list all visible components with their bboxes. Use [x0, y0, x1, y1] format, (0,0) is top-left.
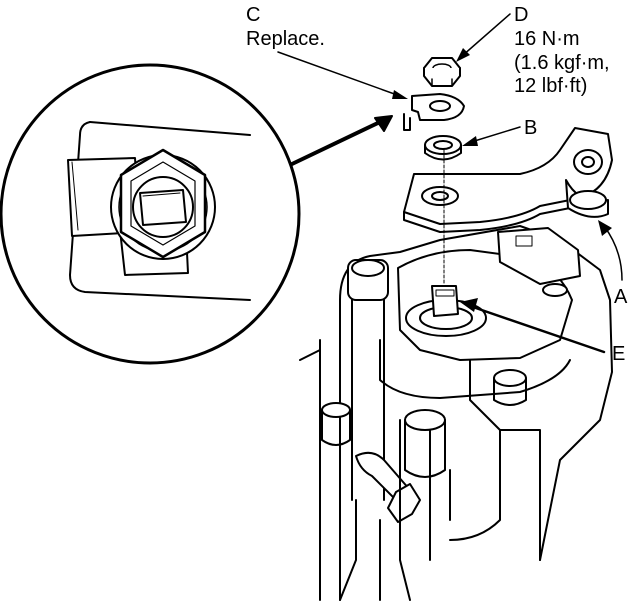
callout-c-letter: C — [246, 4, 261, 26]
lever-a — [403, 127, 613, 233]
nut-d — [423, 57, 461, 87]
valve-body-assembly — [299, 225, 613, 601]
leader-lines — [277, 13, 623, 354]
callout-a-letter: A — [614, 286, 628, 308]
callout-d-letter: D — [514, 4, 529, 26]
callout-c-note: Replace. — [246, 28, 325, 50]
lock-washer-c — [403, 93, 465, 131]
callout-e-letter: E — [612, 343, 626, 365]
detail-view-circle — [0, 63, 393, 365]
washer-b — [424, 135, 462, 161]
callout-b-letter: B — [524, 117, 538, 139]
callout-d-torque-line: (1.6 kgf·m, — [514, 52, 610, 74]
callout-d-torque-line: 12 lbf·ft) — [514, 75, 588, 97]
callout-d-torque-line: 16 N·m — [514, 28, 580, 50]
